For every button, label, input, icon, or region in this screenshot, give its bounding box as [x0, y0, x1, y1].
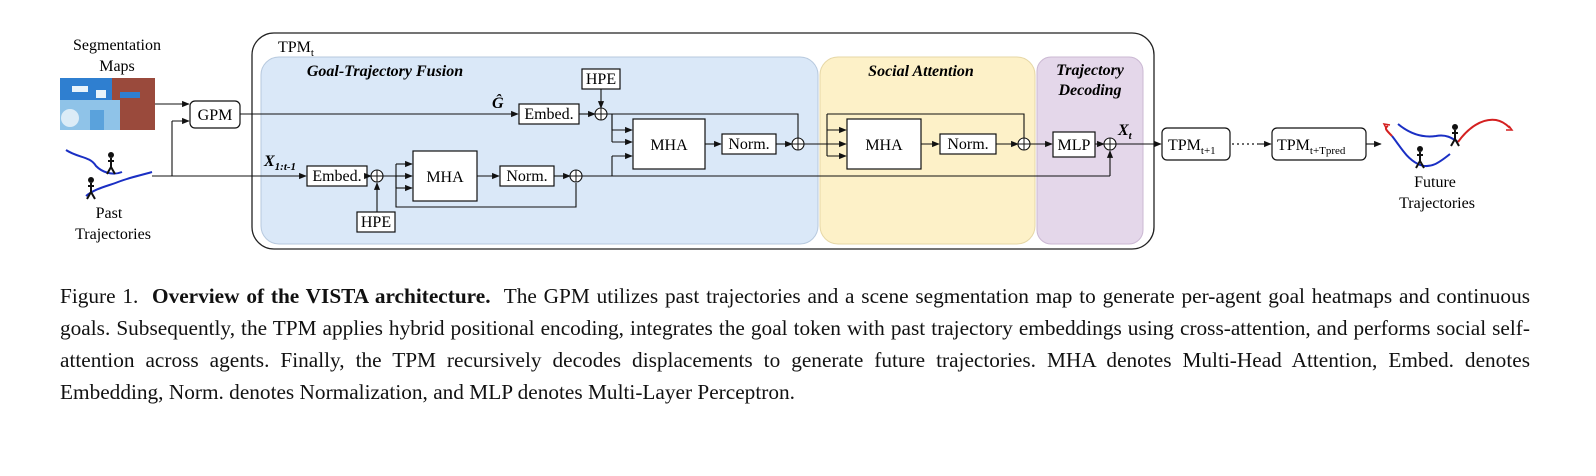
caption-body: The GPM utilizes past trajectories and a… — [60, 284, 1531, 404]
past-trajectories-label-1: Past — [96, 205, 123, 222]
trajectory-decoding-title-2: Decoding — [1057, 82, 1121, 99]
norm-social-label: Norm. — [947, 136, 988, 153]
tpm-next-box — [1161, 127, 1231, 161]
add-node-top — [594, 107, 608, 121]
mha-fusion-self-label: MHA — [426, 169, 464, 186]
past-trajectories-image — [65, 149, 153, 200]
future-trajectories-label-2: Trajectories — [1399, 195, 1475, 212]
trajectory-decoding-title-1: Trajectory — [1056, 62, 1125, 79]
architecture-diagram: TPMt Goal-Trajectory Fusion Social Atten… — [60, 32, 1514, 250]
norm-cross-label: Norm. — [728, 136, 769, 153]
caption-label: Figure 1. — [60, 284, 139, 308]
mha-social-box — [846, 118, 922, 170]
gpm-label: GPM — [198, 107, 233, 124]
mha-cross-box — [632, 118, 706, 170]
pedestrian-icon — [1450, 124, 1460, 147]
goal-fusion-title: Goal-Trajectory Fusion — [307, 63, 463, 80]
mlp-box — [1052, 131, 1096, 158]
tpm-t-label: TPMt — [278, 39, 314, 59]
segmentation-maps-label-1: Segmentation — [73, 37, 161, 54]
past-trajectories-label-2: Trajectories — [75, 226, 151, 243]
x-output-symbol: Xt — [1117, 122, 1133, 142]
pedestrian-icon — [86, 177, 96, 200]
x-input-symbol: X1:t-1 — [263, 153, 296, 173]
embed-traj-label: Embed. — [312, 168, 361, 185]
future-trajectories-label-1: Future — [1414, 174, 1456, 191]
hpe-top-label: HPE — [586, 71, 616, 88]
segmentation-maps-label-2: Maps — [99, 58, 135, 75]
caption-title: Overview of the VISTA architecture. — [152, 284, 491, 308]
mha-fusion-self-box — [412, 150, 478, 202]
pedestrian-icon — [1415, 146, 1425, 169]
hpe-bottom-box — [356, 211, 396, 233]
add-node-cross — [791, 137, 805, 151]
future-trajectories-image — [1382, 118, 1514, 169]
figure-caption: Figure 1. Overview of the VISTA architec… — [60, 280, 1530, 408]
goal-trajectory-fusion-section — [260, 56, 819, 245]
social-attention-title: Social Attention — [868, 63, 974, 80]
embed-goal-label: Embed. — [524, 106, 573, 123]
add-node-social — [1017, 137, 1031, 151]
tpm-final-label: TPMt+Tpred — [1277, 137, 1346, 157]
tpm-next-label: TPMt+1 — [1168, 137, 1216, 157]
add-node-fusion-self — [569, 169, 583, 183]
pedestrian-icon — [106, 152, 116, 175]
segmentation-map-image — [60, 78, 155, 130]
mlp-label: MLP — [1058, 137, 1091, 154]
norm-fusion-self-label: Norm. — [506, 168, 547, 185]
add-node-decode — [1103, 137, 1117, 151]
add-node-hpe-bottom — [370, 169, 384, 183]
mha-social-label: MHA — [865, 137, 903, 154]
social-attention-section — [819, 56, 1036, 245]
g-hat-symbol: Ĝ — [492, 93, 504, 112]
mha-cross-label: MHA — [650, 137, 688, 154]
hpe-bottom-label: HPE — [361, 214, 391, 231]
